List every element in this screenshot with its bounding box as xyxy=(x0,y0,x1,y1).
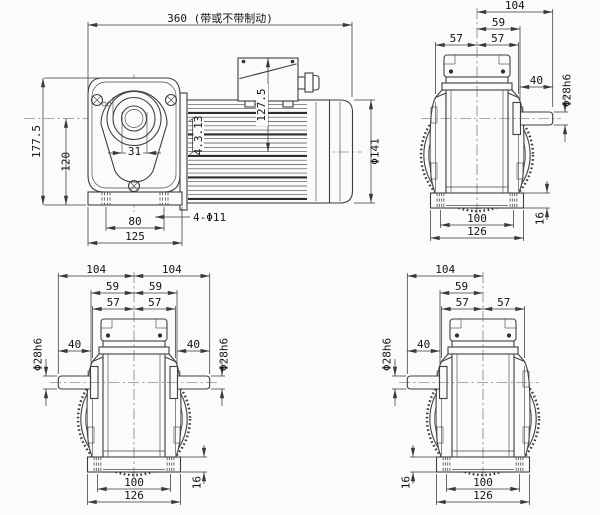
cable-gland xyxy=(297,72,320,93)
evd-dim-40-left: 40 xyxy=(68,338,81,351)
output-shaft-right xyxy=(512,101,554,136)
housing-screw-icon xyxy=(164,93,178,107)
evr-dim-shaft-dia: Φ28h6 xyxy=(561,74,574,107)
box-screw-icon xyxy=(290,59,295,64)
dim-foot-hole-spacing: 80 xyxy=(128,215,141,228)
evl-dim-104: 104 xyxy=(435,263,455,276)
cover-screw-icon xyxy=(506,333,512,338)
evl-dim-59: 59 xyxy=(455,280,468,293)
evd-dim-104-right: 104 xyxy=(162,263,182,276)
evr-dim-40: 40 xyxy=(530,74,543,87)
side-view-gearmotor: 360 (带或不带制动) 177.5 120 31 80 125 4-Φ11 127.5 4.3… xyxy=(24,12,382,246)
evl-dim-40: 40 xyxy=(417,338,430,351)
dim-overall-length: 360 (带或不带制动) xyxy=(167,12,273,25)
evl-dim-57-right: 57 xyxy=(497,296,510,309)
evd-dim-104-left: 104 xyxy=(86,263,106,276)
evd-dim-shaft-dia-right: Φ28h6 xyxy=(218,338,231,371)
dim-shaft-center-height: 120 xyxy=(60,152,73,172)
evd-dim-40-right: 40 xyxy=(187,338,200,351)
evr-dim-16: 16 xyxy=(534,212,547,225)
evd-dim-57-right: 57 xyxy=(148,296,161,309)
evd-dim-59-right: 59 xyxy=(149,280,162,293)
motor-end-cap xyxy=(306,99,354,204)
evd-dim-16: 16 xyxy=(191,476,204,489)
dim-motor-diameter: Φ141 xyxy=(369,138,382,165)
evr-dim-100: 100 xyxy=(467,212,487,225)
box-screw-icon xyxy=(241,59,246,64)
cover-screw-icon xyxy=(454,333,460,338)
evr-dim-104: 104 xyxy=(505,0,525,12)
dim-axis-offset: 4.3.13 xyxy=(192,116,205,156)
evd-dim-100: 100 xyxy=(124,476,144,489)
evl-dim-100: 100 xyxy=(473,476,493,489)
side-view-dimensions: 360 (带或不带制动) 177.5 120 31 80 125 4-Φ11 127.5 4.3… xyxy=(30,12,382,246)
housing-screw-icon xyxy=(90,93,104,107)
cover-screw-icon xyxy=(157,333,163,338)
evr-dim-57-left: 57 xyxy=(450,32,463,45)
mounting-feet xyxy=(86,456,182,473)
evd-dim-59-left: 59 xyxy=(106,280,119,293)
evd-dim-shaft-dia-left: Φ28h6 xyxy=(32,338,45,371)
evd-dim-57-left: 57 xyxy=(107,296,120,309)
evr-dim-59: 59 xyxy=(492,16,505,29)
dim-box-height: 127.5 xyxy=(255,88,268,121)
cover-screw-icon xyxy=(105,333,111,338)
evd-dim-126: 126 xyxy=(124,489,144,502)
mounting-base xyxy=(87,191,183,206)
dim-hub-width: 31 xyxy=(128,145,141,158)
evr-dim-57-right: 57 xyxy=(491,32,504,45)
evl-dim-shaft-dia: Φ28h6 xyxy=(381,338,394,371)
evr-dim-126: 126 xyxy=(467,225,487,238)
dim-foot-width: 125 xyxy=(125,230,145,243)
evl-dim-57-left: 57 xyxy=(456,296,469,309)
evl-dim-126: 126 xyxy=(473,489,493,502)
output-shaft-bore xyxy=(106,90,162,147)
dim-foot-holes: 4-Φ11 xyxy=(193,211,226,224)
cover-screw-icon xyxy=(448,69,454,74)
dim-overall-height: 177.5 xyxy=(30,125,43,158)
gearbox-housing xyxy=(87,77,181,193)
cover-screw-icon xyxy=(500,69,506,74)
evl-dim-16: 16 xyxy=(400,476,413,489)
